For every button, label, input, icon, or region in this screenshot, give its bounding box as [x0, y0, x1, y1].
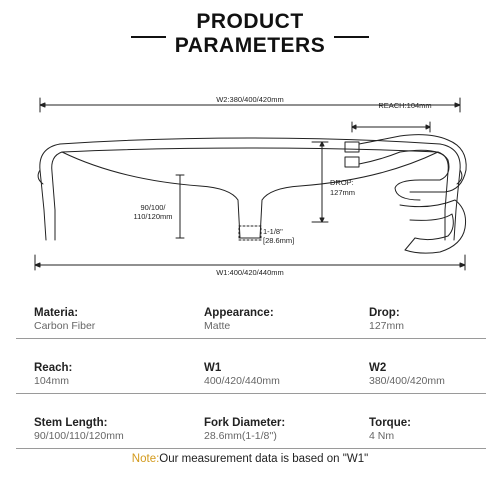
- param-cell: Fork Diameter: 28.6mm(1-1/8''): [186, 408, 351, 449]
- param-label: Stem Length:: [34, 417, 108, 429]
- note-prefix: Note:: [131, 453, 160, 465]
- param-cell: Torque: 4 Nm: [351, 408, 486, 449]
- handlebar-diagram: W2:380/400/420mm W1:400/420/440mm 90/100…: [34, 95, 467, 277]
- stem-length-label-2: 110/120mm: [133, 212, 172, 221]
- title-rule-left: [131, 36, 166, 38]
- param-value: Carbon Fiber: [34, 320, 96, 332]
- drop-label-1: DROP:: [330, 178, 354, 187]
- drop-label-2: 127mm: [330, 188, 355, 197]
- parameter-table: Materia: Carbon Fiber Appearance: Matte …: [16, 298, 486, 449]
- param-cell: W1 400/420/440mm: [186, 353, 351, 394]
- reach-label: REACH:104mm: [378, 101, 431, 110]
- param-cell: Drop: 127mm: [351, 298, 486, 339]
- title-line-1: PRODUCT: [196, 10, 304, 33]
- param-label: W1: [204, 362, 222, 374]
- param-value: 400/420/440mm: [204, 375, 280, 387]
- param-value: 380/400/420mm: [369, 375, 445, 387]
- param-label: Reach:: [34, 362, 73, 374]
- w2-dimension: [39, 97, 461, 113]
- param-value: 127mm: [369, 320, 405, 332]
- param-value: 90/100/110/120mm: [34, 430, 124, 442]
- param-cell: Materia: Carbon Fiber: [16, 298, 186, 339]
- w2-label: W2:380/400/420mm: [216, 95, 284, 104]
- param-cell: Stem Length: 90/100/110/120mm: [16, 408, 186, 449]
- param-label: W2: [369, 362, 387, 374]
- param-label: Torque:: [369, 417, 411, 429]
- title-rule-right: [334, 36, 369, 38]
- param-label: Fork Diameter:: [204, 417, 286, 429]
- param-label: Materia:: [34, 307, 79, 319]
- title-line-2: PARAMETERS: [174, 34, 326, 57]
- steerer-label-1: 1-1/8": [263, 227, 283, 236]
- param-cell: Reach: 104mm: [16, 353, 186, 394]
- w1-dimension: [34, 254, 466, 271]
- front-view-handlebar: [37, 137, 463, 241]
- table-row: Materia: Carbon Fiber Appearance: Matte …: [16, 298, 486, 339]
- measurement-note: Note:Our measurement data is based on "W…: [0, 453, 500, 465]
- stem-length-label-1: 90/100/: [140, 203, 166, 212]
- param-value: 104mm: [34, 375, 70, 387]
- stem-length-dimension: [175, 174, 185, 239]
- param-cell: W2 380/400/420mm: [351, 353, 486, 394]
- param-label: Drop:: [369, 307, 400, 319]
- param-value: Matte: [204, 320, 231, 332]
- note-text: Our measurement data is based on "W1": [159, 453, 369, 465]
- table-row: Stem Length: 90/100/110/120mm Fork Diame…: [16, 408, 486, 449]
- table-row: Reach: 104mm W1 400/420/440mm W2 380/400…: [16, 353, 486, 394]
- param-value: 28.6mm(1-1/8''): [204, 430, 277, 442]
- param-label: Appearance:: [204, 307, 274, 319]
- param-value: 4 Nm: [369, 430, 395, 442]
- param-cell: Appearance: Matte: [186, 298, 351, 339]
- steerer-label-2: [28.6mm]: [263, 236, 294, 245]
- w1-label: W1:400/420/440mm: [216, 268, 284, 277]
- side-view-handlebar: [311, 121, 467, 254]
